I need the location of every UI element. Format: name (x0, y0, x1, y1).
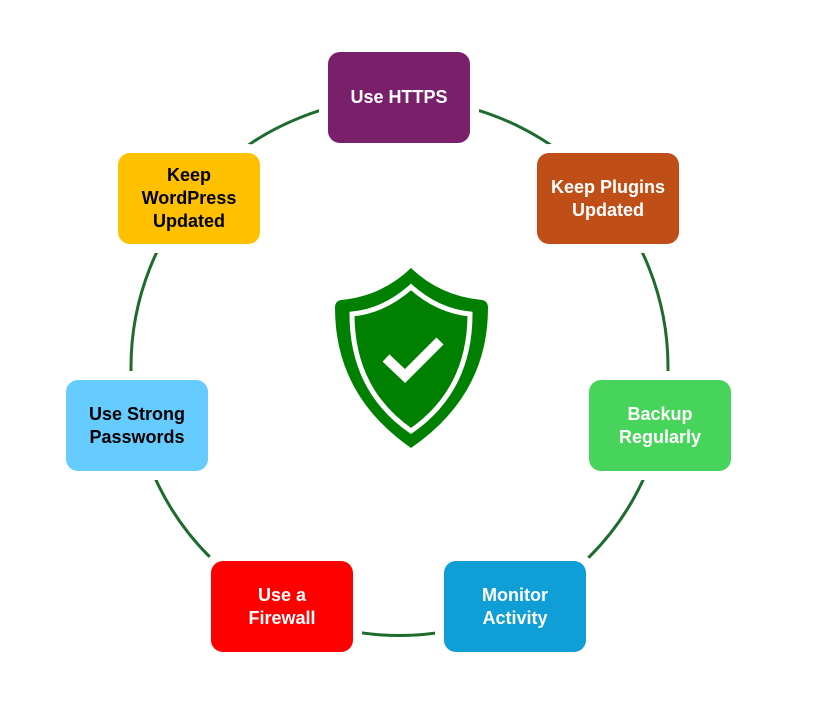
node-use-https: Use HTTPS (328, 52, 470, 143)
node-label: Use a Firewall (248, 584, 316, 628)
node-label: Use Strong Passwords (88, 403, 185, 447)
node-keep-plugins-updated: Keep Plugins Updated (537, 153, 679, 244)
shield-check-icon (335, 268, 488, 448)
node-backup-regularly: Backup Regularly (589, 380, 731, 471)
node-use-firewall: Use a Firewall (211, 561, 353, 652)
node-label: Monitor Activity (482, 584, 548, 628)
node-use-strong-passwords: Use Strong Passwords (66, 380, 208, 471)
node-label: Keep WordPress Updated (141, 165, 237, 231)
node-keep-wordpress-updated: Keep WordPress Updated (118, 153, 260, 244)
node-monitor-activity: Monitor Activity (444, 561, 586, 652)
node-label: Keep Plugins Updated (550, 176, 666, 220)
node-label: Use HTTPS (350, 87, 448, 107)
node-label: Backup Regularly (618, 403, 702, 447)
